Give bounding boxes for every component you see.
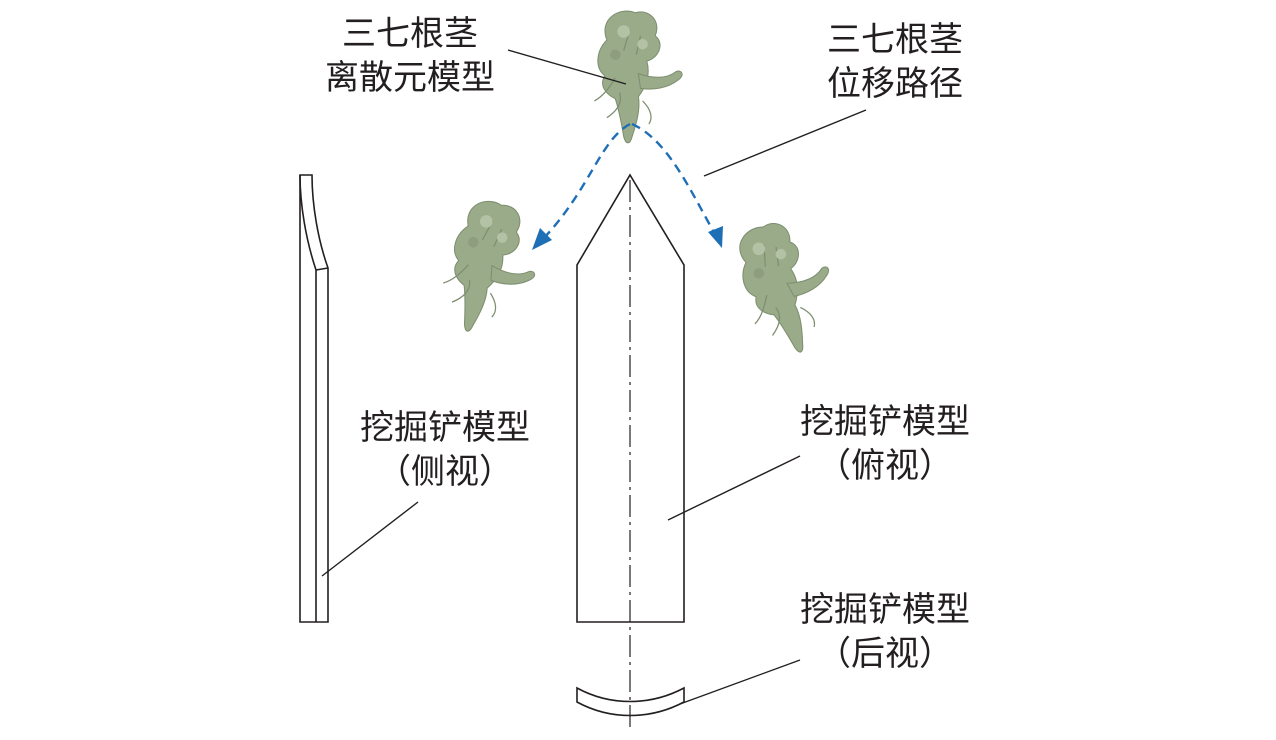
shovel-top-view	[576, 173, 685, 623]
arrow-head-icon	[532, 228, 552, 250]
arrow-head-icon	[708, 226, 723, 248]
label-shovel-side: 挖掘铲模型 （侧视）	[360, 408, 530, 492]
label-shovel-rear: 挖掘铲模型 （后视）	[800, 590, 970, 674]
rhizome-icon	[433, 194, 549, 344]
displacement-path	[541, 122, 718, 241]
leader-lines	[321, 49, 867, 705]
rhizome-icon	[593, 10, 683, 144]
rhizome-icon	[723, 208, 853, 365]
shovel-side-view	[299, 174, 329, 623]
label-rhizome-model: 三七根茎 离散元模型	[325, 14, 495, 98]
label-rhizome-path: 三七根茎 位移路径	[827, 20, 963, 104]
label-shovel-top: 挖掘铲模型 （俯视）	[800, 402, 970, 486]
